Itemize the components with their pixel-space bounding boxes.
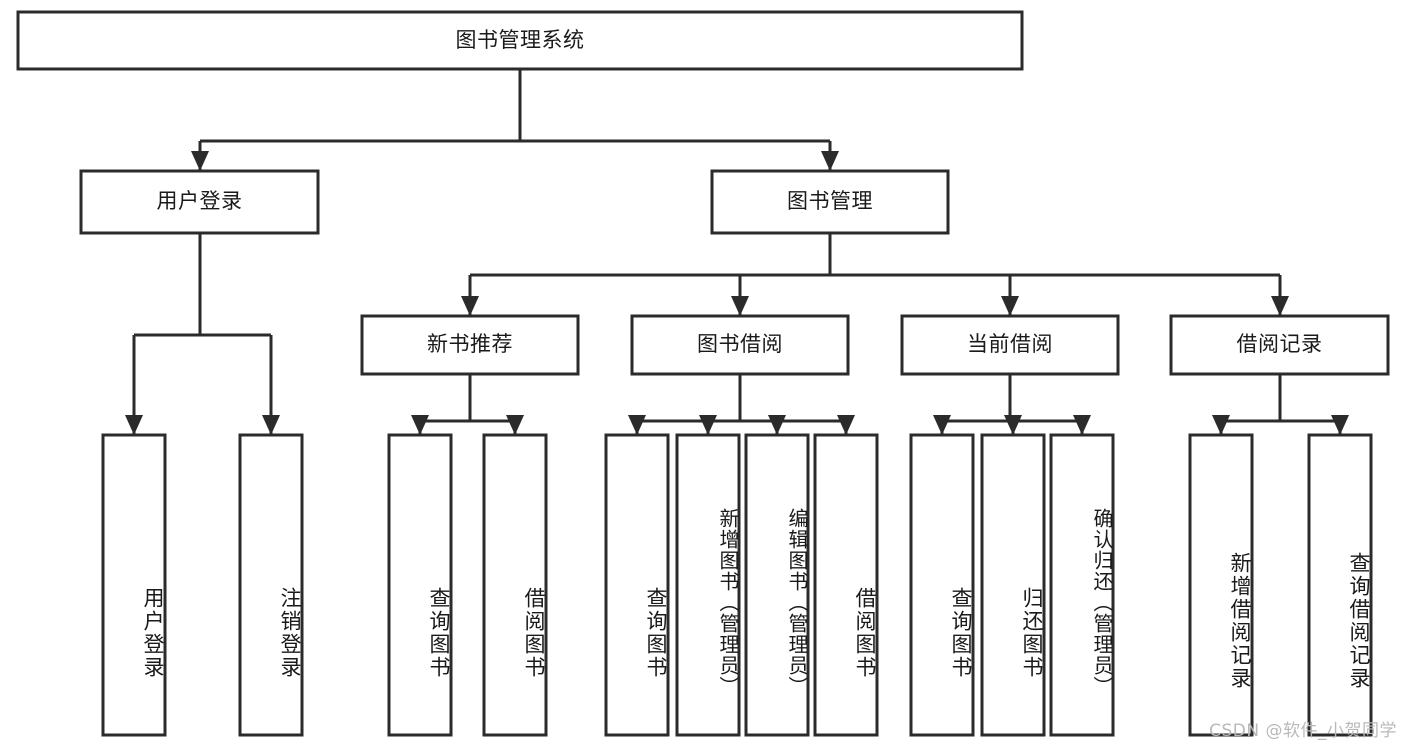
- node-box-root[interactable]: [16, 10, 1024, 71]
- node-box-l-query-book-2[interactable]: [604, 433, 670, 737]
- node-boxes-group: [16, 10, 1390, 737]
- node-box-l-user-logout[interactable]: [238, 433, 304, 737]
- edge-arrowhead: [821, 151, 839, 171]
- edge-arrowhead: [699, 415, 717, 435]
- node-box-l-confirm-return[interactable]: [1049, 433, 1115, 737]
- node-box-l-borrow-book-2[interactable]: [813, 433, 879, 737]
- edge-arrowhead: [191, 151, 209, 171]
- node-box-n-current-borrow[interactable]: [900, 314, 1120, 376]
- edge-arrowhead: [1212, 415, 1230, 435]
- edge-arrowhead: [125, 415, 143, 435]
- node-box-l-edit-book[interactable]: [744, 433, 810, 737]
- edge-arrowhead: [628, 415, 646, 435]
- edge-arrowhead: [411, 415, 429, 435]
- edge-arrowhead: [1271, 296, 1289, 316]
- node-box-l-add-record[interactable]: [1188, 433, 1254, 737]
- edge-arrowhead: [768, 415, 786, 435]
- edge-arrowhead: [1331, 415, 1349, 435]
- edge-arrowhead: [506, 415, 524, 435]
- edge-arrowhead: [731, 296, 749, 316]
- edge-arrowhead: [837, 415, 855, 435]
- node-box-l-borrow-book-1[interactable]: [482, 433, 548, 737]
- node-box-l-user-login[interactable]: [101, 433, 167, 737]
- node-box-n-new-book-rec[interactable]: [360, 314, 580, 376]
- node-box-n-borrow-record[interactable]: [1169, 314, 1390, 376]
- node-box-n-book-borrow[interactable]: [630, 314, 850, 376]
- edge-arrowhead: [461, 296, 479, 316]
- edge-arrowhead: [262, 415, 280, 435]
- edge-arrowhead: [1073, 415, 1091, 435]
- node-box-l-add-book[interactable]: [675, 433, 741, 737]
- node-box-l-query-book-3[interactable]: [909, 433, 975, 737]
- node-box-l-return-book[interactable]: [980, 433, 1046, 737]
- edge-arrowhead: [1001, 296, 1019, 316]
- node-box-n-user-login[interactable]: [79, 169, 320, 235]
- node-box-n-book-mgmt[interactable]: [710, 169, 950, 235]
- edge-arrowhead: [1004, 415, 1022, 435]
- node-box-l-query-book-1[interactable]: [387, 433, 453, 737]
- edges-group: [125, 69, 1349, 435]
- node-box-l-query-record[interactable]: [1307, 433, 1373, 737]
- edge-arrowhead: [933, 415, 951, 435]
